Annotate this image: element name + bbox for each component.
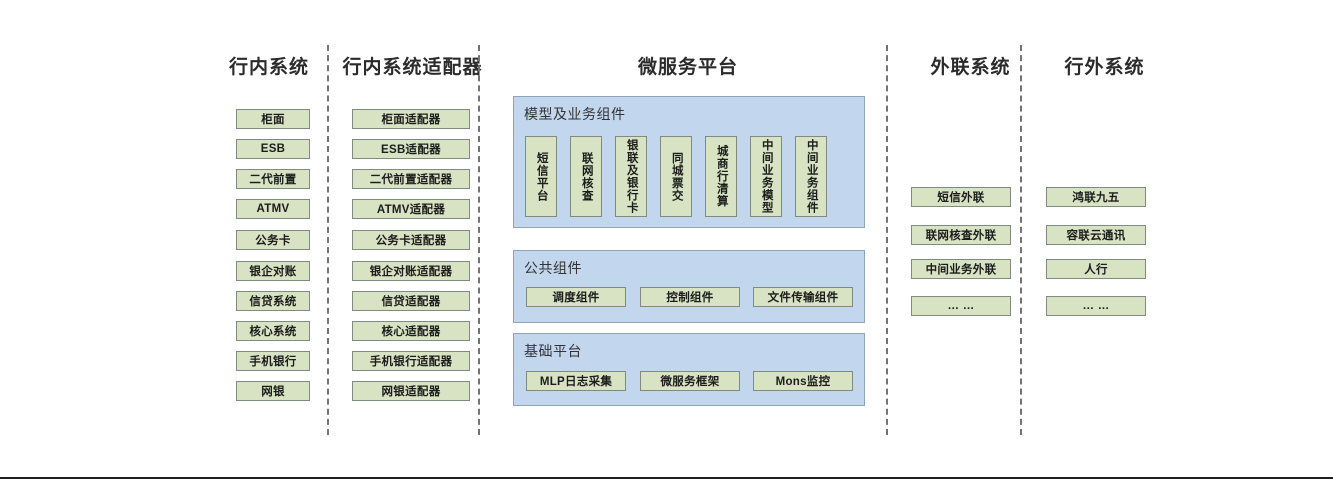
node-model-0[interactable]: 短信平台 bbox=[525, 136, 557, 217]
node-intranet-6[interactable]: 信贷系统 bbox=[236, 291, 310, 311]
node-model-1-label: 联网核查 bbox=[580, 151, 593, 202]
node-outside-3[interactable]: … … bbox=[1046, 296, 1146, 316]
node-model-6-label: 中间业务组件 bbox=[805, 139, 818, 214]
node-adapter-4[interactable]: 公务卡适配器 bbox=[352, 230, 470, 250]
node-model-3[interactable]: 同城票交 bbox=[660, 136, 692, 217]
node-model-0-label: 短信平台 bbox=[535, 151, 548, 202]
column-title-microservice-platform: 微服务平台 bbox=[637, 57, 738, 78]
node-liaison-1[interactable]: 联网核查外联 bbox=[911, 225, 1011, 245]
node-intranet-4[interactable]: 公务卡 bbox=[236, 230, 310, 250]
node-public-1[interactable]: 控制组件 bbox=[640, 287, 740, 307]
panel-base-platform bbox=[513, 333, 865, 406]
node-intranet-5[interactable]: 银企对账 bbox=[236, 261, 310, 281]
node-intranet-9[interactable]: 网银 bbox=[236, 381, 310, 401]
node-liaison-0[interactable]: 短信外联 bbox=[911, 187, 1011, 207]
node-adapter-5[interactable]: 银企对账适配器 bbox=[352, 261, 470, 281]
column-title-intranet-adapters: 行内系统适配器 bbox=[342, 57, 483, 78]
column-title-external-liaison-systems: 外联系统 bbox=[930, 57, 1011, 78]
node-adapter-9[interactable]: 网银适配器 bbox=[352, 381, 470, 401]
node-public-2[interactable]: 文件传输组件 bbox=[753, 287, 853, 307]
column-title-intranet-systems: 行内系统 bbox=[228, 57, 309, 78]
column-title-outside-bank-systems: 行外系统 bbox=[1064, 57, 1145, 78]
node-intranet-7[interactable]: 核心系统 bbox=[236, 321, 310, 341]
node-model-4-label: 城商行清算 bbox=[715, 145, 728, 208]
node-liaison-2[interactable]: 中间业务外联 bbox=[911, 259, 1011, 279]
node-adapter-2[interactable]: 二代前置适配器 bbox=[352, 169, 470, 189]
node-intranet-3[interactable]: ATMV bbox=[236, 199, 310, 219]
node-model-2-label: 银联及银行卡 bbox=[625, 139, 638, 214]
node-public-0[interactable]: 调度组件 bbox=[526, 287, 626, 307]
node-model-5[interactable]: 中间业务模型 bbox=[750, 136, 782, 217]
node-outside-2[interactable]: 人行 bbox=[1046, 259, 1146, 279]
divider-2 bbox=[478, 45, 480, 435]
node-intranet-1[interactable]: ESB bbox=[236, 139, 310, 159]
panel-label-public-components: 公共组件 bbox=[524, 260, 582, 276]
divider-4 bbox=[1020, 45, 1022, 435]
node-adapter-3[interactable]: ATMV适配器 bbox=[352, 199, 470, 219]
node-model-2[interactable]: 银联及银行卡 bbox=[615, 136, 647, 217]
node-outside-1[interactable]: 容联云通讯 bbox=[1046, 225, 1146, 245]
node-intranet-2[interactable]: 二代前置 bbox=[236, 169, 310, 189]
node-adapter-7[interactable]: 核心适配器 bbox=[352, 321, 470, 341]
panel-label-model-business-components: 模型及业务组件 bbox=[524, 106, 626, 122]
panel-public-components bbox=[513, 250, 865, 323]
node-adapter-6[interactable]: 信贷适配器 bbox=[352, 291, 470, 311]
node-base-1[interactable]: 微服务框架 bbox=[640, 371, 740, 391]
node-model-3-label: 同城票交 bbox=[670, 151, 683, 202]
node-intranet-0[interactable]: 柜面 bbox=[236, 109, 310, 129]
node-model-6[interactable]: 中间业务组件 bbox=[795, 136, 827, 217]
node-model-4[interactable]: 城商行清算 bbox=[705, 136, 737, 217]
node-adapter-1[interactable]: ESB适配器 bbox=[352, 139, 470, 159]
node-liaison-3[interactable]: … … bbox=[911, 296, 1011, 316]
node-model-1[interactable]: 联网核查 bbox=[570, 136, 602, 217]
node-model-5-label: 中间业务模型 bbox=[760, 139, 773, 214]
divider-1 bbox=[327, 45, 329, 435]
node-adapter-8[interactable]: 手机银行适配器 bbox=[352, 351, 470, 371]
node-intranet-8[interactable]: 手机银行 bbox=[236, 351, 310, 371]
node-base-2[interactable]: Mons监控 bbox=[753, 371, 853, 391]
divider-3 bbox=[886, 45, 888, 435]
node-outside-0[interactable]: 鸿联九五 bbox=[1046, 187, 1146, 207]
bottom-rule bbox=[0, 477, 1333, 479]
node-base-0[interactable]: MLP日志采集 bbox=[526, 371, 626, 391]
panel-label-base-platform: 基础平台 bbox=[524, 343, 582, 359]
node-adapter-0[interactable]: 柜面适配器 bbox=[352, 109, 470, 129]
